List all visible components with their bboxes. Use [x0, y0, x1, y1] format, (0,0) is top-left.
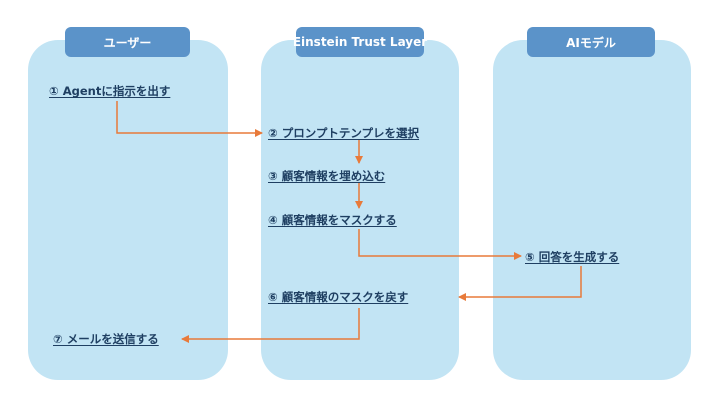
step-7-send-email[interactable]: ⑦ メールを送信する — [53, 332, 159, 346]
arrow-step1-to-step2 — [116, 101, 263, 137]
step-3-embed-customer-info[interactable]: ③ 顧客情報を埋め込む — [268, 169, 386, 183]
step-5-generate-answer[interactable]: ⑤ 回答を生成する — [525, 250, 620, 264]
lane-trust-layer — [261, 40, 459, 380]
lane-header-user: ユーザー — [65, 27, 190, 57]
arrow-step4-to-step5 — [358, 229, 522, 260]
step-2-select-prompt-template[interactable]: ② プロンプトテンプレを選択 — [268, 126, 420, 140]
step-1-agent-instruction[interactable]: ① Agentに指示を出す — [49, 84, 171, 98]
lane-ai-model — [493, 40, 691, 380]
step-6-unmask-customer-info[interactable]: ⑥ 顧客情報のマスクを戻す — [268, 290, 409, 304]
lane-header-ai-model: AIモデル — [527, 27, 655, 57]
lane-header-trust-layer: Einstein Trust Layer — [293, 27, 427, 57]
lane-user — [28, 40, 228, 380]
arrow-step6-to-step7 — [181, 308, 360, 343]
step-4-mask-customer-info[interactable]: ④ 顧客情報をマスクする — [268, 213, 397, 227]
arrow-step5-to-step6 — [458, 266, 582, 301]
